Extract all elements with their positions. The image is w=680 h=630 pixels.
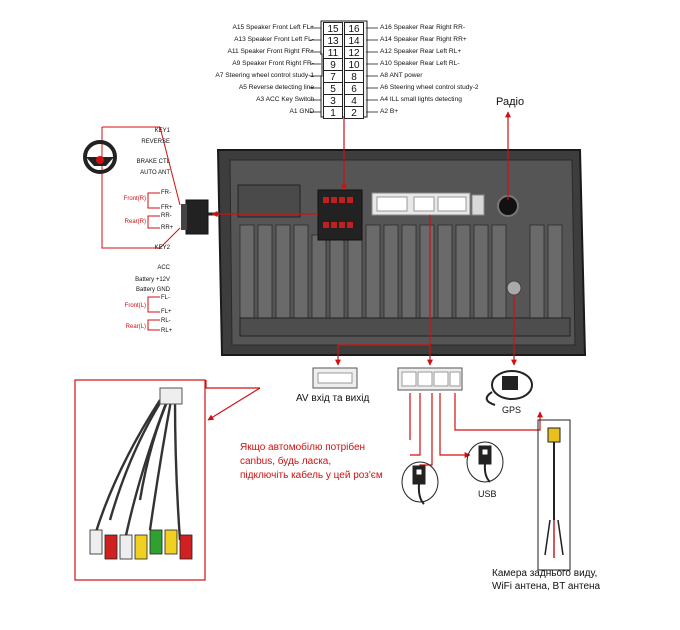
harness-wire-rl-plus: RL+ [161,328,173,334]
harness-label: ACC [157,265,170,271]
harness-plug [181,199,218,235]
pin-label: A16 Speaker Rear Right RR- [380,24,466,31]
pin-label: A14 Speaker Rear Right RR+ [380,36,467,43]
usb-camera-connector [397,367,463,391]
pin-cell: 2 [344,106,364,119]
camera-caption-line-1: Камера заднього виду, [492,568,598,579]
harness-frame [101,126,181,331]
pin-cell: 11 [323,46,343,59]
harness-wire-fr-minus: FR- [161,190,171,196]
pin-label: A8 ANT power [380,72,423,79]
harness-group-front-r: Front(R) [123,196,146,202]
canbus-note-line-2: canbus, будь ласка, [240,456,332,467]
gps-antenna-icon [485,370,533,406]
harness-label-key2: KEY2 [154,245,170,251]
camera-caption-line-2: WiFi антена, BT антена [492,581,601,592]
harness-label: REVERSE [141,139,170,145]
harness-group-rear-l: Rear(L) [125,324,146,330]
harness-wire-rl-minus: RL- [161,318,171,324]
av-harness-image [74,379,206,581]
harness-label: Battery +12V [135,277,170,283]
harness-wire-fl-plus: FL+ [161,309,172,315]
harness-label: KEY1 [154,128,170,134]
canbus-note-line-3: підключіть кабель у цей роз'єм [240,470,383,481]
gps-label: GPS [502,405,522,415]
usb-plug-icon [401,441,504,505]
av-label: AV вхід та вихід [296,393,370,404]
pin-label: A5 Reverse detecting line [238,84,314,91]
pin-label: A13 Speaker Front Left FL- [234,36,314,43]
pin-cell: 1 [323,106,343,119]
canbus-note-line-1: Якщо автомобілю потрібен [240,442,366,453]
pin-label: A2 B+ [380,108,399,115]
pin-leader-lines [310,27,378,113]
harness-wire-rr-plus: RR+ [161,225,174,231]
pin-label: A4 ILL small lights detecting [380,96,462,103]
connection-lines [205,111,543,476]
pin-label: A15 Speaker Front Left FL+ [232,24,314,31]
pin-cell: 7 [323,70,343,83]
harness-wire-fr-plus: FR+ [161,205,173,211]
camera-cable [537,419,571,571]
pin-label: A10 Speaker Rear Left RL- [380,60,460,67]
pin-label: A9 Speaker Front Right FR- [232,60,314,67]
pin-label: A6 Steering wheel control study-2 [380,84,479,91]
head-unit [216,149,587,356]
pin-cell: 10 [344,58,364,71]
harness-label: BRAKE CTL [136,159,170,165]
usb-label: USB [478,489,497,499]
pin-label: A7 Steering wheel control study-1 [215,72,314,79]
harness-label: AUTO ANT [140,170,170,176]
canbus-note: Якщо автомобілю потрібен canbus, будь ла… [240,441,383,483]
pin-label: A3 ACC Key Switch [256,96,314,103]
camera-caption: Камера заднього виду, WiFi антена, BT ан… [492,567,600,593]
harness-label: Battery GND [135,287,170,293]
harness-group-rear-r: Rear(R) [124,219,146,225]
harness-wire-fl-minus: FL- [161,295,170,301]
heatsink-fins [239,224,563,321]
harness-group-front-l: Front(L) [124,303,146,309]
harness-wire-rr-minus: RR- [161,213,172,219]
pin-label: A1 GND [289,108,314,115]
pin-cell: 16 [344,22,364,35]
pin-label: A12 Speaker Rear Left RL+ [380,48,462,55]
radio-label: Радіо [496,96,525,108]
pin-label: A11 Speaker Front Right FR+ [227,48,314,55]
av-connector [312,367,358,389]
steering-wheel-icon [83,140,117,174]
